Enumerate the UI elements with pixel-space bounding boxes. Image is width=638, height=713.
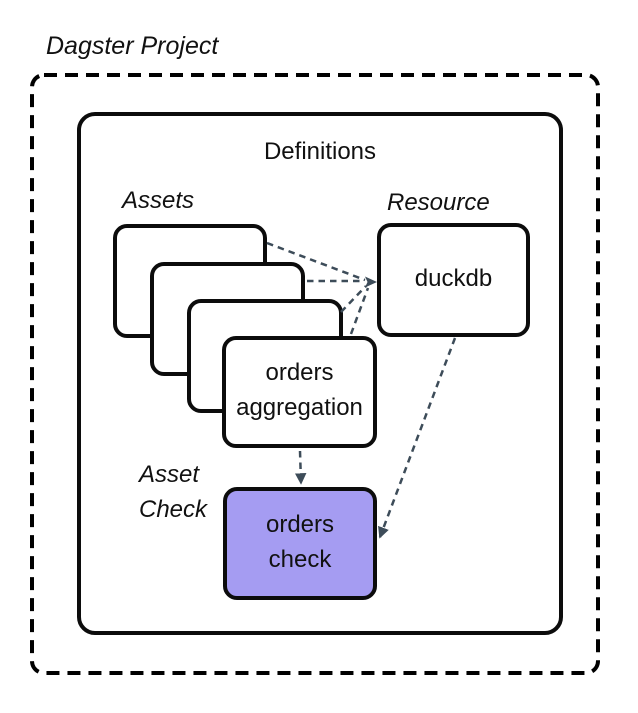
asset-card-orders-aggregation: orders aggregation (222, 336, 377, 448)
definitions-label: Definitions (263, 138, 377, 165)
assets-group-label: Assets (122, 187, 195, 214)
asset-check-node-orders-check: orders check (223, 487, 377, 600)
project-title: Dagster Project (46, 32, 219, 60)
asset-check-group-label: Asset Check (139, 461, 208, 523)
resource-node-duckdb: duckdb (377, 223, 530, 337)
resource-group-label: Resource (387, 189, 490, 216)
